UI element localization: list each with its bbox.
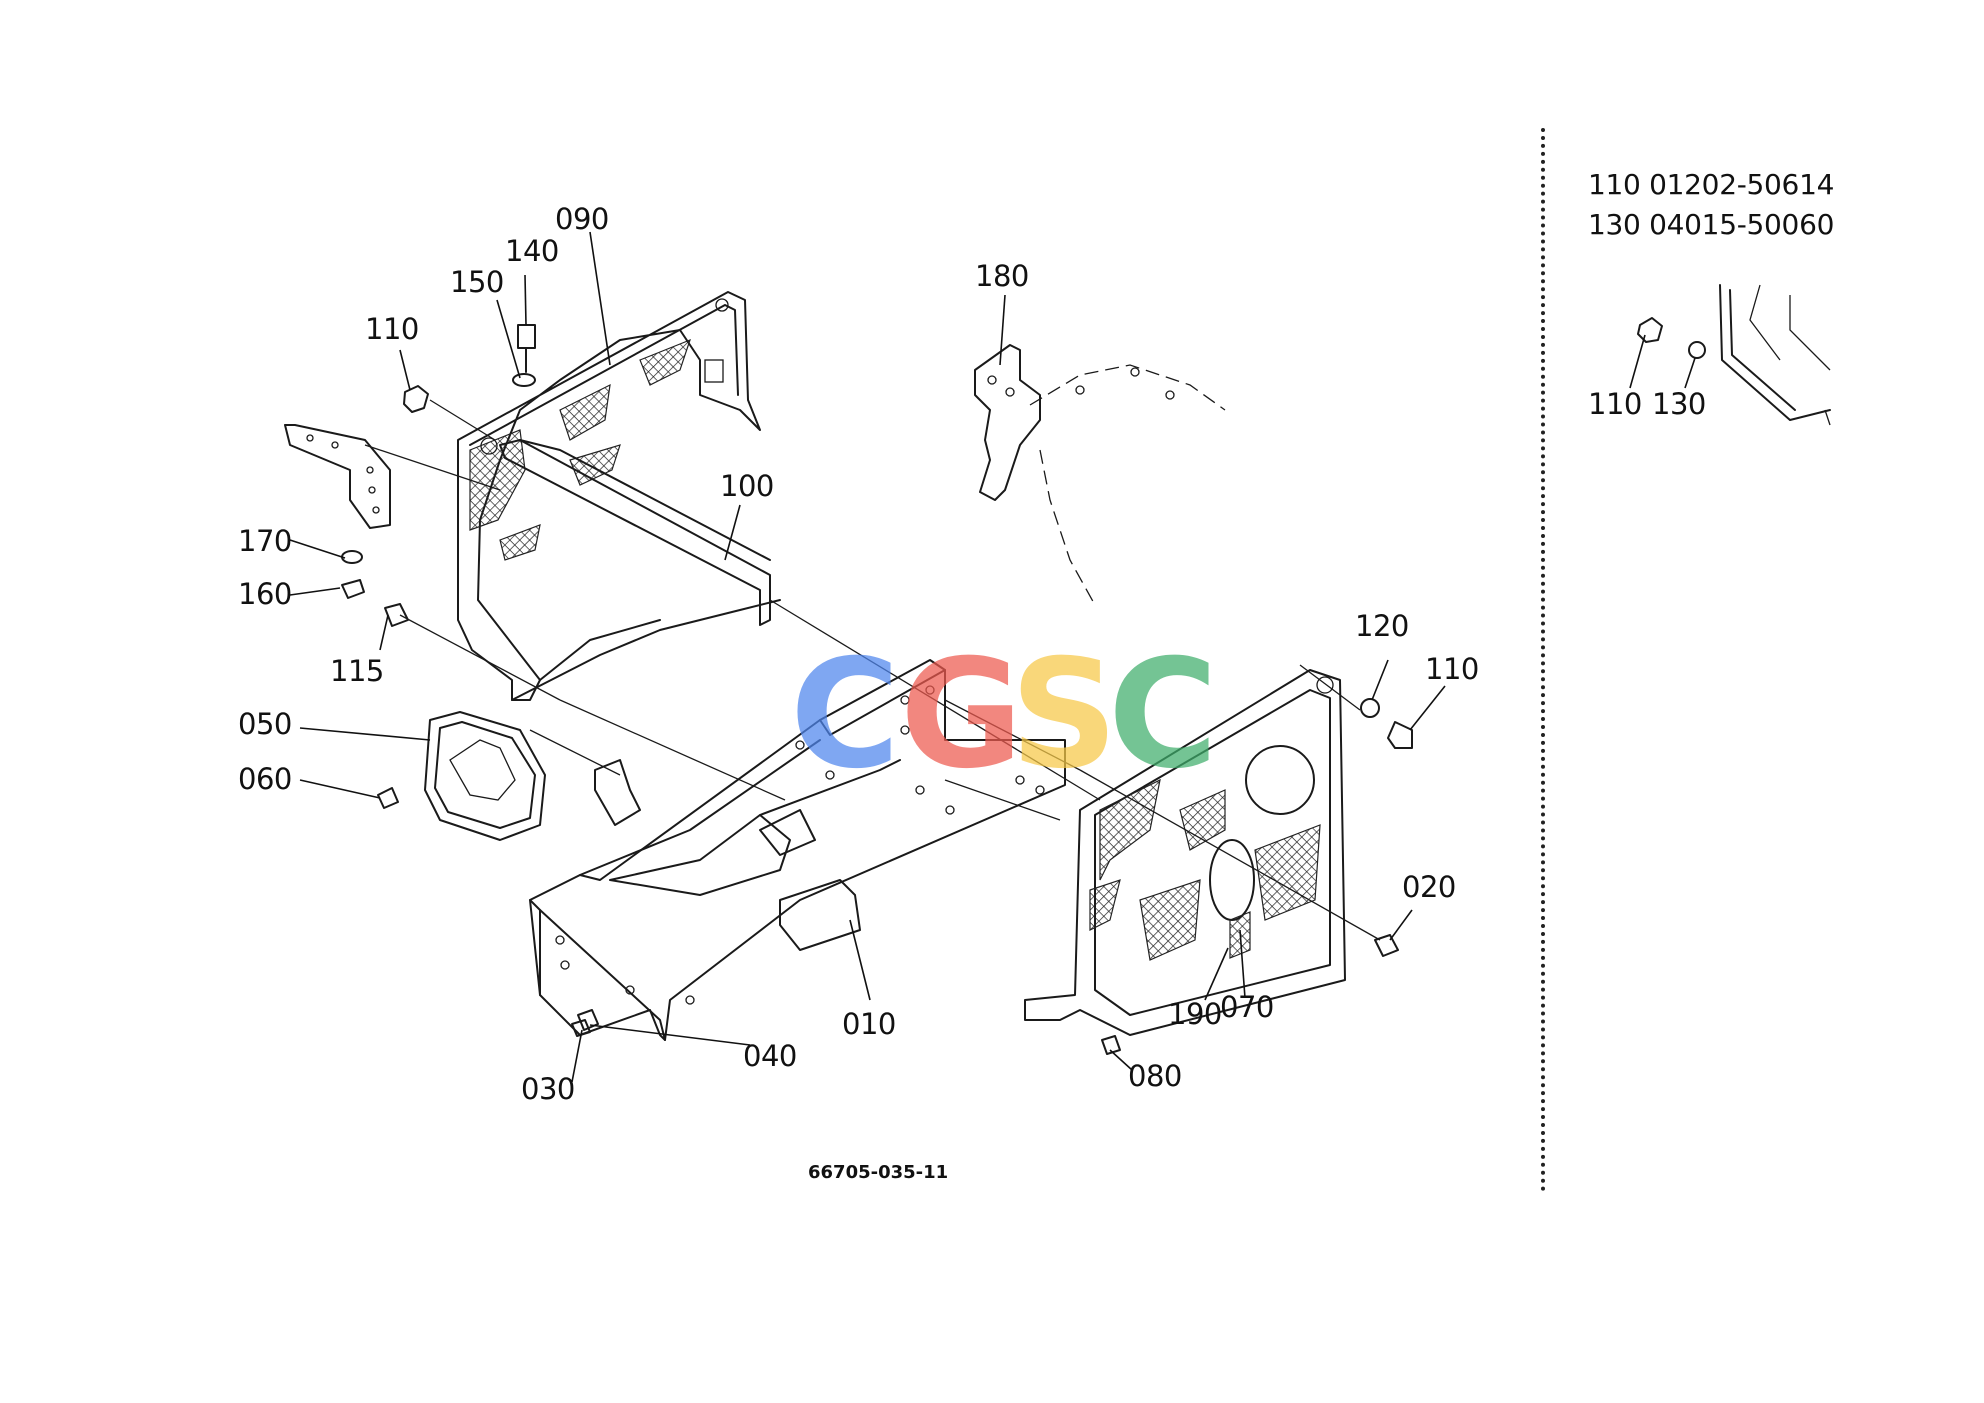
dotted-divider xyxy=(1541,128,1545,1192)
main-frame xyxy=(529,659,1066,1041)
leader-lines xyxy=(289,231,1446,1083)
reference-label-110: 110 xyxy=(1588,387,1642,421)
part-label-040: 040 xyxy=(743,1039,797,1073)
watermark-letter-s: S xyxy=(1010,628,1119,802)
left-bracket xyxy=(284,424,391,529)
part-label-110-top: 110 xyxy=(365,312,419,346)
part-label-150: 150 xyxy=(450,265,504,299)
fasteners xyxy=(341,324,1413,1055)
part-label-140: 140 xyxy=(505,234,559,268)
reference-line-110: 110 01202-50614 xyxy=(1588,168,1835,201)
watermark-letter-c1: C xyxy=(790,628,901,802)
part-label-115: 115 xyxy=(330,654,384,688)
part-label-120: 120 xyxy=(1355,609,1409,643)
rear-support-frame xyxy=(457,291,781,701)
part-label-010: 010 xyxy=(842,1007,896,1041)
part-label-060: 060 xyxy=(238,762,292,796)
front-cover-panel xyxy=(1024,669,1346,1036)
part-label-190: 190 xyxy=(1168,997,1222,1031)
part-label-180: 180 xyxy=(975,259,1029,293)
part-label-170: 170 xyxy=(238,524,292,558)
part-label-070: 070 xyxy=(1220,990,1274,1024)
part-label-020: 020 xyxy=(1402,870,1456,904)
part-label-110-right: 110 xyxy=(1425,652,1479,686)
top-bracket xyxy=(974,344,1226,606)
part-label-100: 100 xyxy=(720,469,774,503)
side-cover-plate xyxy=(424,711,546,841)
reference-inset-drawing xyxy=(1629,284,1831,426)
reference-label-130: 130 xyxy=(1652,387,1706,421)
guide-lines xyxy=(364,399,1381,941)
drawing-number: 66705-035-11 xyxy=(808,1162,949,1183)
part-label-050: 050 xyxy=(238,707,292,741)
part-label-080: 080 xyxy=(1128,1059,1182,1093)
reference-line-130: 130 04015-50060 xyxy=(1588,208,1835,241)
watermark-letter-g: G xyxy=(900,628,1024,802)
part-label-090: 090 xyxy=(555,202,609,236)
cross-bar xyxy=(499,439,771,626)
watermark-letter-c2: C xyxy=(1108,628,1219,802)
part-label-030: 030 xyxy=(521,1072,575,1106)
part-label-160: 160 xyxy=(238,577,292,611)
